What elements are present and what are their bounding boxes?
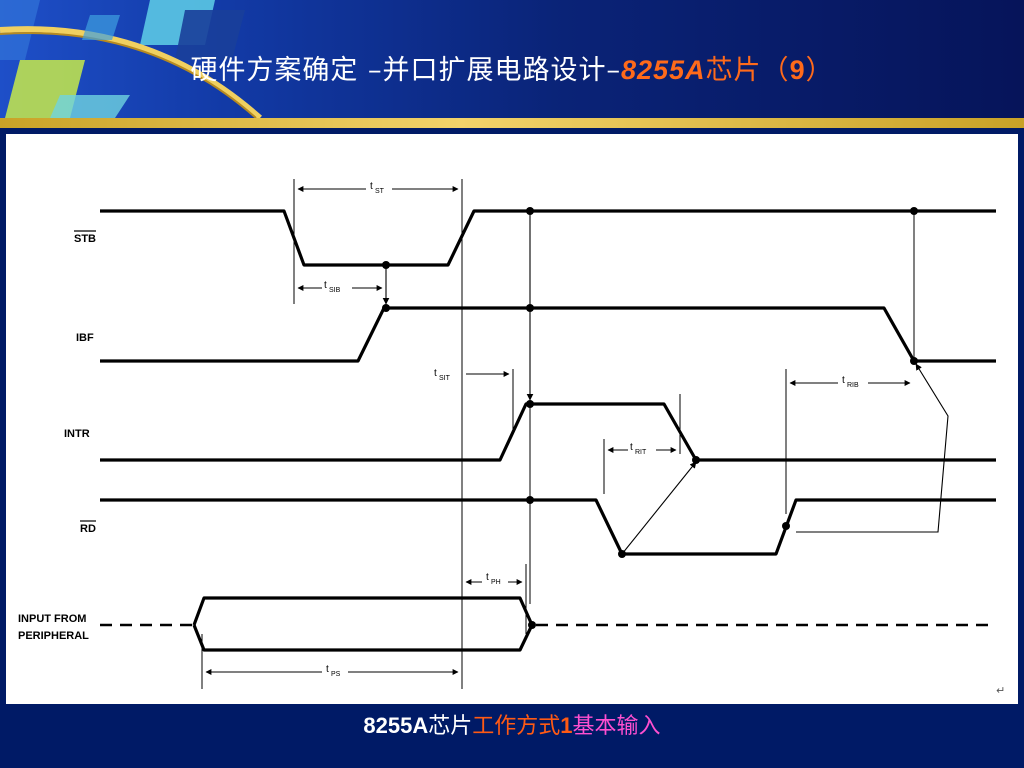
- label-tsit: t: [434, 368, 437, 379]
- event-dot: [910, 357, 918, 365]
- timing-diagram-panel: STB IBF INTR RD INPUT FROM PERIPHERAL: [6, 134, 1018, 704]
- signal-label-rd: RD: [80, 523, 96, 535]
- event-dot: [382, 304, 390, 312]
- page-title: 硬件方案确定 –并口扩展电路设计–8255A芯片（9）: [190, 55, 834, 86]
- label-tst: t: [370, 181, 373, 192]
- label-trit-sub: RIT: [635, 449, 647, 456]
- label-tph-sub: PH: [491, 579, 501, 586]
- signal-label-peripheral: PERIPHERAL: [18, 630, 89, 642]
- signal-label-ibf: IBF: [76, 332, 94, 344]
- event-dot: [526, 496, 534, 504]
- slide-header: 硬件方案确定 –并口扩展电路设计–8255A芯片（9）: [0, 0, 1024, 118]
- label-tsit-sub: SIT: [439, 375, 451, 382]
- label-tph: t: [486, 572, 489, 583]
- label-tps: t: [326, 664, 329, 675]
- waveform-stb: [100, 209, 996, 267]
- signal-label-intr: INTR: [64, 428, 90, 440]
- waveform-rd: [100, 498, 996, 556]
- slide-caption: 8255A芯片工作方式1基本输入: [363, 713, 661, 739]
- label-trit: t: [630, 442, 633, 453]
- label-tsib: t: [324, 280, 327, 291]
- event-dot: [526, 400, 534, 408]
- waveform-intr: [100, 402, 996, 462]
- event-dot: [782, 522, 790, 530]
- label-trib: t: [842, 375, 845, 386]
- event-dot: [528, 621, 536, 629]
- corner-mark: ↵: [996, 684, 1005, 697]
- event-dot: [692, 456, 700, 464]
- event-dot: [382, 261, 390, 269]
- causal-rd-ibf: [796, 363, 949, 533]
- label-trib-sub: RIB: [847, 382, 859, 389]
- waveform-ibf: [100, 306, 996, 363]
- event-dot: [910, 207, 918, 215]
- waveform-input-upper: [192, 596, 534, 626]
- header-decoration: [0, 0, 262, 118]
- event-dot: [526, 207, 534, 215]
- signal-label-input: INPUT FROM: [18, 613, 86, 625]
- header-divider: [0, 118, 1024, 128]
- label-tps-sub: PS: [331, 671, 341, 678]
- label-tsib-sub: SIB: [329, 287, 341, 294]
- causal-rd-intr: [621, 461, 697, 555]
- event-dot: [526, 304, 534, 312]
- timing-diagram: STB IBF INTR RD INPUT FROM PERIPHERAL: [18, 178, 1005, 697]
- label-tst-sub: ST: [375, 188, 385, 195]
- signal-label-stb: STB: [74, 233, 96, 245]
- event-dot: [618, 550, 626, 558]
- waveform-input-lower: [192, 624, 534, 652]
